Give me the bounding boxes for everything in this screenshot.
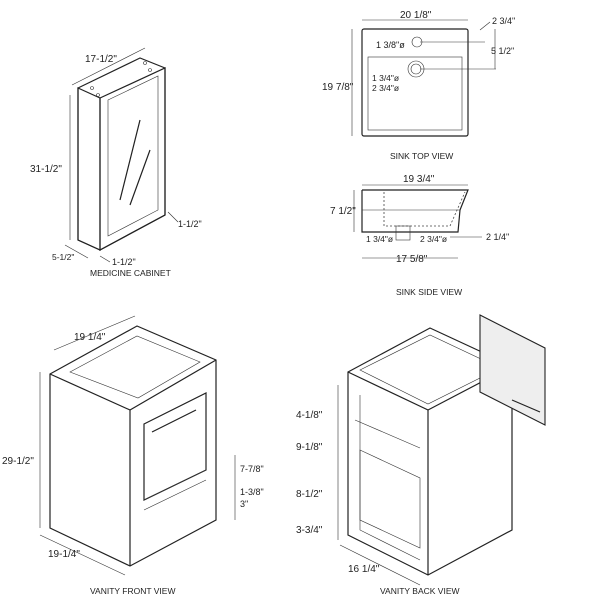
vanity-top-width-label: 19 1/4" [74,332,106,343]
back-dim-2-label: 9-1/8" [296,442,323,453]
cabinet-depth-label: 5-1/2" [52,252,74,262]
cabinet-height-label: 31-1/2" [30,164,62,175]
drain-outer-label: 2 3/4"ø [372,83,399,93]
faucet-hole-label: 1 3/8"ø [376,40,405,50]
back-dim-3-label: 8-1/2" [296,489,323,500]
sink-top-caption: SINK TOP VIEW [390,151,453,161]
drawer-height-label: 7-7/8" [240,464,264,474]
back-width-label: 16 1/4" [348,564,380,575]
medicine-cabinet-drawing [64,47,179,263]
base-height-label: 3" [240,499,248,509]
vanity-front-drawing [39,315,236,576]
sink-top-depth-label: 19 7/8" [322,82,354,93]
sink-side-top-width-label: 19 3/4" [403,174,435,185]
cabinet-side-bottom-label: 1-1/2" [112,257,136,267]
vanity-front-caption: VANITY FRONT VIEW [90,586,175,596]
sink-side-drain-outer-label: 2 3/4"ø [420,234,447,244]
gap-height-label: 1-3/8" [240,487,264,497]
cabinet-width-label: 17-1/2" [85,54,117,65]
sink-top-width-label: 20 1/8" [400,10,432,21]
vanity-back-caption: VANITY BACK VIEW [380,586,460,596]
sink-side-drawing [353,184,482,259]
vanity-back-drawing [337,314,546,586]
back-dim-4-label: 3-3/4" [296,525,323,536]
faucet-offset-label: 2 3/4" [492,16,515,26]
back-dim-1-label: 4-1/8" [296,410,323,421]
cabinet-side-right-label: 1-1/2" [178,219,202,229]
sink-top-drawing [351,19,496,137]
cabinet-caption: MEDICINE CABINET [90,268,171,278]
sink-side-lip-label: 2 1/4" [486,232,509,242]
sink-side-height-label: 7 1/2" [330,206,356,217]
drain-inner-label: 1 3/4"ø [372,73,399,83]
vanity-depth-label: 19-1/4" [48,549,80,560]
sink-side-caption: SINK SIDE VIEW [396,287,462,297]
sink-side-drain-inner-label: 1 3/4"ø [366,234,393,244]
sink-side-bottom-width-label: 17 5/8" [396,254,428,265]
drain-offset-label: 5 1/2" [491,46,514,56]
vanity-height-label: 29-1/2" [2,456,34,467]
